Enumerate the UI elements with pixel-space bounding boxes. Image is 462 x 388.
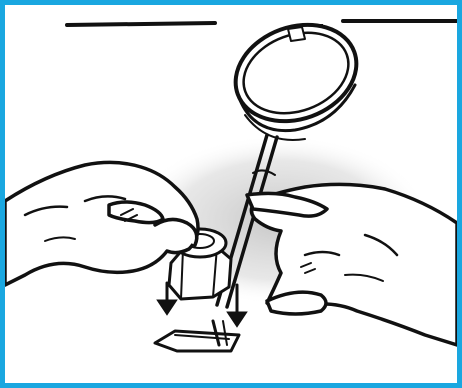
horizon-lines [67,21,457,25]
hand-icon [247,184,457,345]
illustration-canvas [5,5,457,383]
